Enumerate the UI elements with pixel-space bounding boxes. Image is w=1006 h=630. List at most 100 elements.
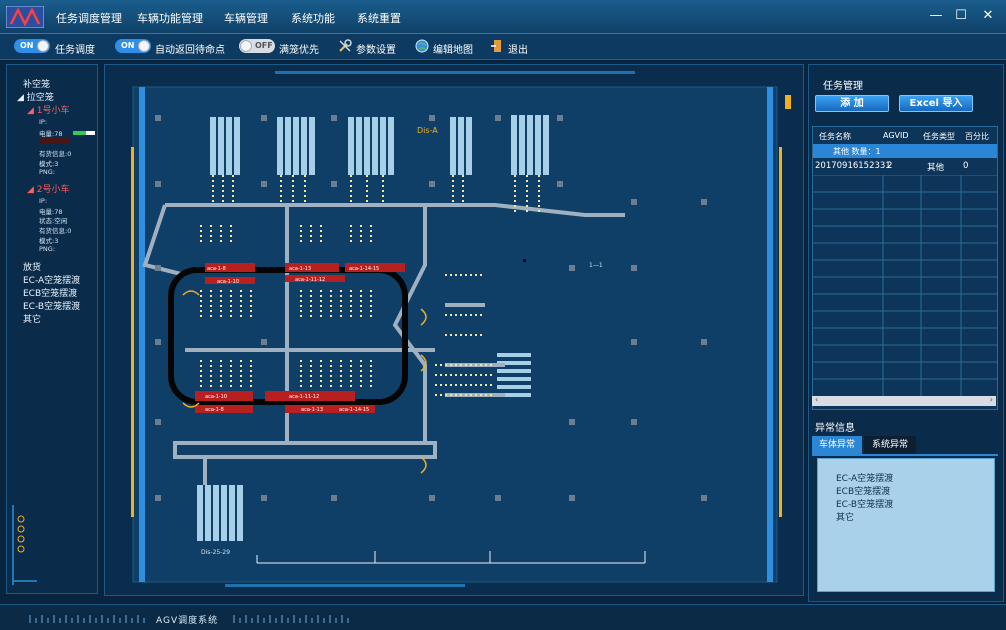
menu-vehicle-function[interactable]: 车辆功能管理: [137, 12, 203, 25]
close-button[interactable]: ✕: [982, 8, 994, 23]
right-racks: [497, 353, 531, 397]
car-1-mode: 模式:3: [39, 160, 59, 168]
turn-arcs: [182, 290, 427, 474]
error-item-ecb[interactable]: ECB空笼摆渡: [836, 487, 891, 497]
car-2-battery: 电量:78: [39, 208, 63, 216]
group-row[interactable]: 其他 数量：1: [813, 144, 997, 158]
scroll-right-icon[interactable]: ›: [989, 395, 993, 404]
map-ruler: [256, 551, 646, 564]
task-dispatch-toggle[interactable]: ON: [14, 39, 50, 53]
percent-cell: 0: [963, 161, 969, 171]
car-2-cargo: 有货信息:0: [39, 227, 72, 235]
tab-body-error[interactable]: 车体异常: [812, 436, 862, 454]
station-label-top-3: aca-1-13: [289, 266, 311, 272]
exit-button[interactable]: 退出: [508, 45, 528, 56]
globe-icon[interactable]: [415, 39, 429, 53]
toolbar: ON 任务调度 ON 自动返回待命点 OFF 满笼优先 参数设置 编辑地图 退出: [0, 34, 1006, 60]
tab-system-error[interactable]: 系统异常: [864, 436, 916, 454]
car-1-name: 1号小车: [36, 106, 70, 116]
tree-node-other[interactable]: 其它: [23, 315, 42, 325]
minimize-button[interactable]: —: [929, 8, 943, 23]
dotted-lanes: [200, 175, 540, 396]
col-task-name[interactable]: 任务名称: [819, 132, 851, 141]
edit-map-button[interactable]: 编辑地图: [433, 45, 473, 56]
col-task-type[interactable]: 任务类型: [923, 132, 955, 141]
bottom-racks: [197, 485, 243, 541]
tree-node-deliver[interactable]: 放货: [23, 263, 42, 273]
station-label-top-1: aca-1-8: [207, 266, 226, 272]
col-percent[interactable]: 百分比: [965, 132, 989, 141]
table-grid: [813, 175, 997, 397]
wrench-icon[interactable]: [338, 39, 352, 53]
station-label-bottom-4: aca-1-13: [301, 407, 323, 413]
menu-task-dispatch[interactable]: 任务调度管理: [56, 12, 122, 25]
title-bar: 任务调度管理 车辆功能管理 车辆管理 系统功能 系统重置 — ☐ ✕: [0, 0, 1006, 34]
exit-door-icon[interactable]: [490, 39, 504, 53]
full-cage-priority-label: 满笼优先: [279, 45, 319, 56]
maximize-button[interactable]: ☐: [955, 8, 967, 23]
full-cage-priority-toggle[interactable]: OFF: [239, 39, 275, 53]
menu-vehicle-management[interactable]: 车辆管理: [224, 12, 268, 25]
vehicle-tree-panel: 补空笼 ◢ 拉空笼 ◢ 1号小车 IP: 电量:78 有货信息:0 模式:3 P…: [6, 64, 98, 594]
task-dispatch-label: 任务调度: [55, 45, 95, 56]
red-stations-bottom: [195, 391, 375, 413]
station-label-bottom-3: aca-1-8: [205, 407, 224, 413]
toggle-knob: [37, 40, 49, 52]
agv-map-view[interactable]: Dis-A aca-1-8 aca-1-10 aca-1-13 aca-1-11…: [104, 64, 804, 596]
car-2-ip: IP:: [39, 197, 48, 205]
auto-return-toggle[interactable]: ON: [115, 39, 151, 53]
error-item-eca[interactable]: EC-A空笼摆渡: [836, 474, 894, 484]
task-dispatch-toggle-state: ON: [20, 41, 34, 50]
task-type-cell: 其他: [927, 163, 945, 173]
map-canvas[interactable]: Dis-A aca-1-8 aca-1-10 aca-1-13 aca-1-11…: [105, 65, 803, 595]
menu-system-function[interactable]: 系统功能: [291, 12, 335, 25]
car-1-png: PNG:: [39, 168, 56, 176]
station-label-bottom-1: aca-1-10: [205, 394, 227, 400]
scroll-left-icon[interactable]: ‹: [815, 395, 819, 404]
tab-underline: [812, 454, 998, 456]
task-management-title: 任务管理: [823, 81, 863, 92]
col-agvid[interactable]: AGVID: [883, 131, 909, 140]
horizontal-scrollbar[interactable]: ‹ ›: [812, 395, 996, 406]
dis-a-label: Dis-A: [417, 126, 438, 135]
car-1-cargo: 有货信息:0: [39, 150, 72, 158]
excel-import-button[interactable]: Excel 导入: [899, 95, 973, 112]
tree-node-ec-b-ferry[interactable]: EC-B空笼摆渡: [23, 302, 81, 312]
task-table: 任务名称 AGVID 任务类型 百分比 其他 数量：1 201709161523…: [812, 126, 998, 410]
tree-node-eca-ferry[interactable]: EC-A空笼摆渡: [23, 276, 81, 286]
error-item-ec-b[interactable]: EC-B空笼摆渡: [836, 500, 894, 510]
tree-node-replenish-empty[interactable]: 补空笼: [23, 80, 51, 90]
agvid-cell: 2: [887, 161, 893, 171]
station-label-top-4: aca-1-11-12: [295, 277, 325, 283]
car-1-battery: 电量:78: [39, 130, 63, 138]
station-label-top-2: aca-1-10: [217, 279, 239, 285]
full-cage-priority-toggle-state: OFF: [255, 41, 273, 50]
error-item-other[interactable]: 其它: [836, 513, 855, 523]
toggle-knob: [240, 40, 252, 52]
table-row[interactable]: 20170916152331 2 其他 0: [813, 161, 997, 175]
error-list-box: EC-A空笼摆渡 ECB空笼摆渡 EC-B空笼摆渡 其它: [817, 458, 995, 592]
toggle-knob: [138, 40, 150, 52]
status-decoration-left-icon: [29, 615, 145, 623]
status-bar: AGV调度系统: [0, 604, 1006, 630]
add-task-button[interactable]: 添 加: [815, 95, 889, 112]
params-settings-button[interactable]: 参数设置: [356, 45, 396, 56]
status-decoration-right-icon: [233, 615, 349, 623]
app-logo-icon: [6, 6, 44, 28]
top-racks: [210, 115, 549, 175]
tree-node-ecb-ferry[interactable]: ECB空笼摆渡: [23, 289, 78, 299]
station-label-bottom-2: aca-1-11-12: [289, 394, 319, 400]
auto-return-label: 自动返回待命点: [155, 45, 225, 56]
station-label-bottom-5: aca-1-14-15: [339, 407, 369, 413]
car-2-mode: 模式:3: [39, 237, 59, 245]
tree-node-car-2[interactable]: ◢ 2号小车: [27, 185, 70, 195]
car-1-battery-bar: [73, 131, 95, 135]
tree-node-car-1[interactable]: ◢ 1号小车: [27, 106, 70, 116]
tree-node-pull-empty[interactable]: ◢ 拉空笼: [17, 93, 54, 103]
system-name: AGV调度系统: [156, 616, 219, 626]
auto-return-toggle-state: ON: [121, 41, 135, 50]
tree-node-pull-empty-label: 拉空笼: [26, 93, 54, 103]
menu-system-reset[interactable]: 系统重置: [357, 12, 401, 25]
car-1-ip: IP:: [39, 118, 48, 126]
red-stations-top: [205, 263, 405, 284]
